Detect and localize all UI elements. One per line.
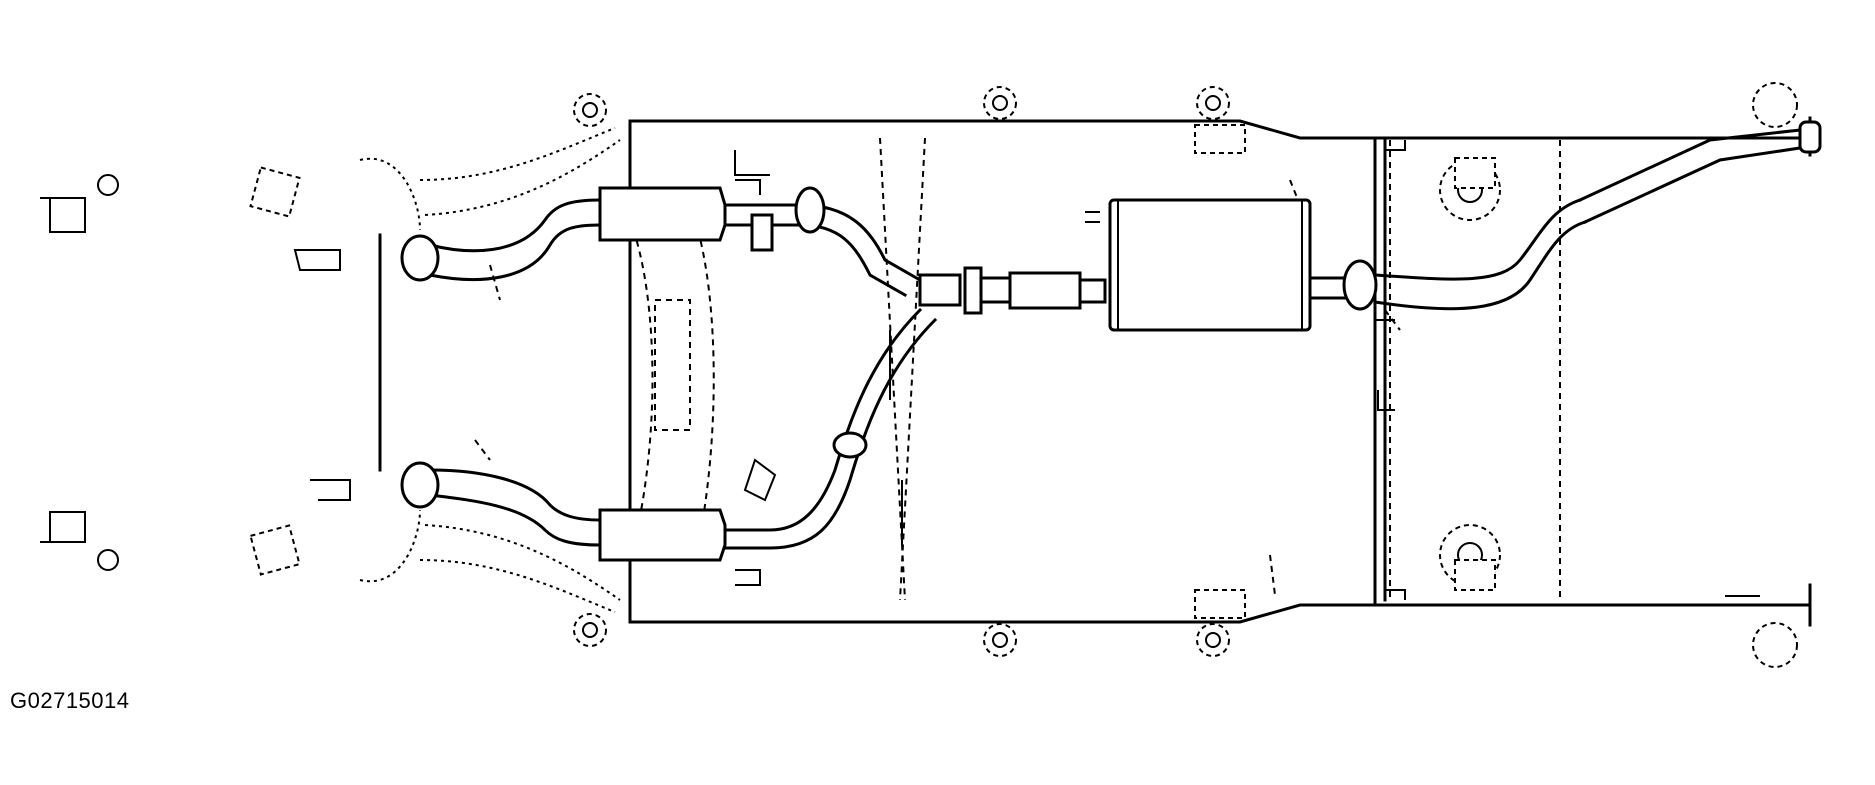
exhaust-pipes	[400, 120, 1822, 562]
frame-mount-circles	[573, 82, 1798, 668]
left-brackets	[40, 166, 351, 576]
hangers	[474, 150, 1401, 586]
figure-id-label: G02715014	[10, 688, 130, 713]
